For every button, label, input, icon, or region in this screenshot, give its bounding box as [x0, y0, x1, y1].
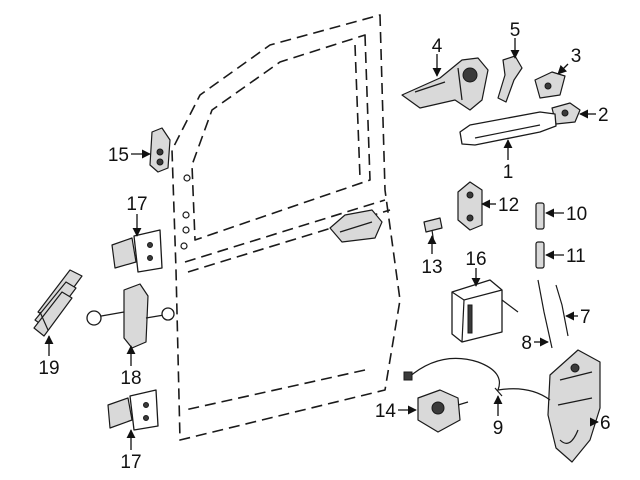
door-outline: [171, 14, 401, 441]
weatherstrip-part: [33, 269, 83, 337]
actuator-part: [417, 389, 469, 433]
striker-part: [457, 181, 483, 231]
callout-14: 14: [375, 401, 397, 422]
rod-part-7: [555, 284, 569, 337]
door-check-part: [86, 283, 175, 349]
callout-1: 1: [503, 162, 514, 183]
key-fob-part: [149, 127, 171, 173]
callout-2: 2: [598, 105, 609, 126]
callout-6: 6: [600, 413, 611, 434]
bolt-part: [423, 217, 443, 245]
rod-part-8: [537, 279, 553, 349]
pin-part-10: [535, 202, 545, 230]
callout-12: 12: [498, 195, 519, 216]
control-module-part: [451, 279, 519, 343]
callout-17-lower: 17: [120, 452, 141, 473]
callout-19: 19: [38, 358, 59, 379]
pin-part-11: [535, 241, 545, 269]
callout-9: 9: [493, 418, 504, 439]
lever-part: [497, 55, 523, 103]
cable-part: [403, 357, 551, 401]
callout-13: 13: [421, 257, 442, 278]
callout-labels: 4 5 3 2 1 15 12 13 10 11 16 7 8 6 9 14 1…: [38, 20, 610, 473]
callout-5: 5: [510, 20, 521, 41]
lock-assembly-part: [547, 349, 601, 463]
callout-18: 18: [120, 368, 141, 389]
hinge-part-upper: [111, 229, 163, 273]
callout-8: 8: [521, 333, 532, 354]
callout-10: 10: [566, 204, 587, 225]
handle-carrier-part: [401, 57, 489, 111]
callout-4: 4: [432, 36, 443, 57]
door-handle-pocket: [329, 209, 383, 243]
callout-15: 15: [108, 145, 129, 166]
callout-11: 11: [566, 246, 586, 267]
callout-7: 7: [580, 307, 591, 328]
leader-lines: [44, 38, 599, 450]
callout-16: 16: [465, 249, 486, 270]
outside-handle-part: [459, 111, 557, 146]
cylinder-cap-part: [534, 71, 566, 99]
callout-3: 3: [571, 46, 582, 67]
callout-17-upper: 17: [126, 194, 147, 215]
hinge-part-lower: [107, 389, 159, 431]
